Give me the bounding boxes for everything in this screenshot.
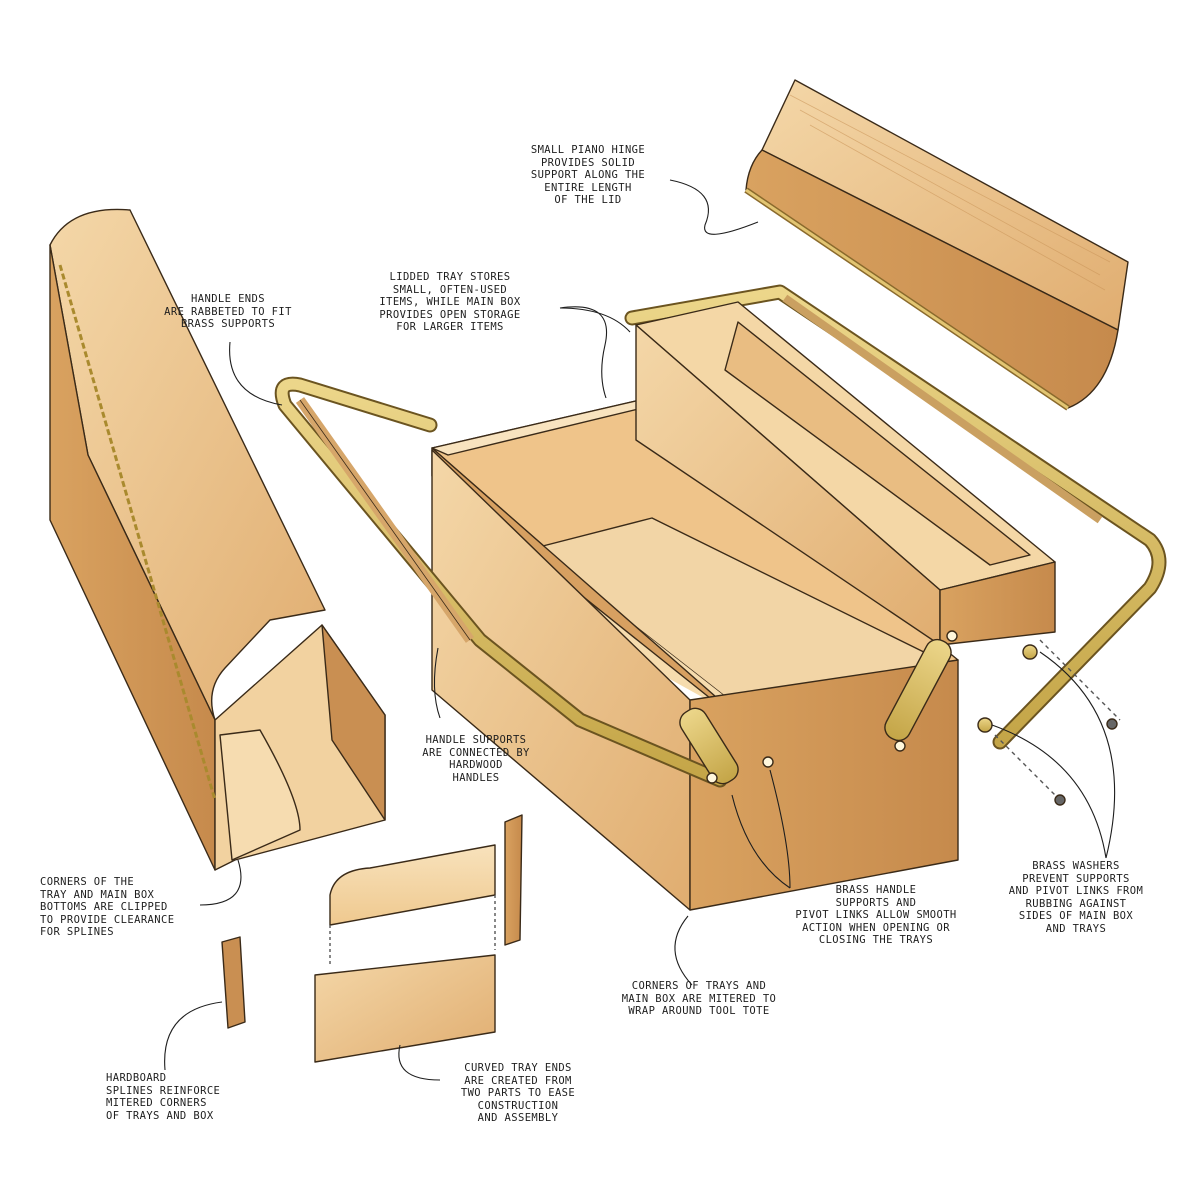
callout-line: FOR SPLINES: [40, 926, 114, 938]
callout-line: BRASS SUPPORTS: [180, 318, 276, 330]
callout-line: ITEMS, WHILE MAIN BOX: [379, 296, 521, 308]
callout-line: TO PROVIDE CLEARANCE: [40, 913, 175, 926]
callout-line: TWO PARTS TO EASE: [460, 1087, 576, 1099]
leader-washers-a: [1039, 651, 1116, 859]
callout-pivot-links: BRASS HANDLE SUPPORTS AND PIVOT LINKS AL…: [776, 884, 976, 947]
leader-corners-mitered: [674, 915, 693, 986]
callout-line: AND ASSEMBLY: [477, 1112, 559, 1124]
callout-line: ACTION WHEN OPENING OR: [802, 921, 950, 934]
callout-line: ENTIRE LENGTH: [544, 181, 632, 194]
callout-corners-mitered: CORNERS OF TRAYS AND MAIN BOX ARE MITERE…: [594, 980, 804, 1018]
callout-line: PREVENT SUPPORTS: [1022, 872, 1130, 885]
callout-line: SUPPORT ALONG THE: [530, 169, 646, 181]
callout-line: ARE RABBETED TO FIT: [164, 305, 292, 318]
callout-line: HARDWOOD: [449, 759, 503, 771]
leader-lines: [164, 179, 1116, 1081]
callout-piano-hinge: SMALL PIANO HINGE PROVIDES SOLID SUPPORT…: [508, 144, 668, 207]
callout-line: BRASS HANDLE: [835, 884, 917, 896]
callout-line: OF TRAYS AND BOX: [106, 1109, 214, 1122]
callout-line: PROVIDES OPEN STORAGE: [379, 308, 521, 321]
leader-pivot-links-a: [731, 794, 791, 889]
callout-line: CONSTRUCTION: [477, 1099, 559, 1112]
callout-line: CORNERS OF TRAYS AND: [631, 980, 767, 992]
leader-lidded-tray-b: [559, 307, 631, 333]
callout-line: BOTTOMS ARE CLIPPED: [40, 901, 168, 913]
left-tray: [49, 208, 386, 871]
callout-line: AND PIVOT LINKS FROM: [1008, 885, 1144, 897]
callout-line: PIVOT LINKS ALLOW SMOOTH: [795, 909, 957, 921]
callout-line: AND TRAYS: [1045, 922, 1107, 935]
leader-lidded-tray: [559, 306, 607, 399]
callout-line: RUBBING AGAINST: [1025, 897, 1127, 910]
callout-line: OF THE LID: [554, 194, 622, 206]
leader-handle-supports: [433, 647, 441, 719]
lidded-tray: [635, 301, 1056, 646]
lid: [744, 79, 1129, 411]
leader-curved-tray-ends: [398, 1044, 441, 1081]
callout-line: LIDDED TRAY STORES: [389, 271, 511, 283]
callout-line: PROVIDES SOLID: [540, 156, 636, 169]
callout-washers: BRASS WASHERS PREVENT SUPPORTS AND PIVOT…: [986, 860, 1166, 935]
leader-corners-clipped: [199, 859, 242, 906]
callout-curved-tray-ends: CURVED TRAY ENDS ARE CREATED FROM TWO PA…: [438, 1062, 598, 1125]
callout-hardboard-splines: HARDBOARD SPLINES REINFORCE MITERED CORN…: [106, 1072, 266, 1122]
callout-line: SMALL PIANO HINGE: [530, 144, 646, 156]
callout-line: TRAY AND MAIN BOX: [40, 888, 155, 901]
callout-corners-clipped: CORNERS OF THE TRAY AND MAIN BOX BOTTOMS…: [40, 876, 240, 939]
leader-hardboard-splines: [164, 1001, 223, 1071]
leader-piano-hinge: [669, 179, 759, 235]
hardboard-spline: [221, 936, 246, 1029]
callout-line: HANDLE SUPPORTS: [425, 734, 527, 746]
callout-handle-supports: HANDLE SUPPORTS ARE CONNECTED BY HARDWOO…: [396, 734, 556, 784]
callout-line: WRAP AROUND TOOL TOTE: [628, 1005, 770, 1017]
callout-line: ARE CONNECTED BY: [422, 746, 530, 759]
callout-line: ARE CREATED FROM: [464, 1074, 572, 1087]
callout-line: SMALL, OFTEN-USED: [392, 283, 508, 296]
leader-handle-ends: [229, 341, 283, 406]
callout-line: SUPPORTS AND: [835, 896, 917, 909]
callout-line: BRASS WASHERS: [1032, 860, 1120, 872]
brass-washers: [977, 639, 1121, 806]
callout-line: HARDBOARD: [106, 1072, 167, 1084]
leader-pivot-links-b: [769, 769, 791, 889]
leader-washers-b: [991, 724, 1107, 859]
callout-line: SPLINES REINFORCE: [106, 1084, 221, 1097]
callout-line: CORNERS OF THE: [40, 876, 135, 888]
pivot-links: [679, 630, 958, 785]
callout-handle-ends: HANDLE ENDS ARE RABBETED TO FIT BRASS SU…: [128, 293, 328, 331]
callout-line: SIDES OF MAIN BOX: [1018, 910, 1134, 922]
callout-line: FOR LARGER ITEMS: [396, 321, 504, 333]
curved-tray-end-parts: [314, 814, 523, 1063]
callout-line: MITERED CORNERS: [106, 1097, 207, 1109]
rear-handle-support: [624, 284, 1167, 750]
callout-line: HANDLES: [452, 771, 500, 784]
front-handle-support: [274, 376, 728, 788]
callout-lidded-tray: LIDDED TRAY STORES SMALL, OFTEN-USED ITE…: [350, 271, 550, 334]
callout-line: CURVED TRAY ENDS: [464, 1062, 572, 1074]
callout-line: MAIN BOX ARE MITERED TO: [621, 992, 777, 1005]
callout-line: HANDLE ENDS: [191, 293, 265, 305]
callout-line: CLOSING THE TRAYS: [818, 934, 934, 946]
